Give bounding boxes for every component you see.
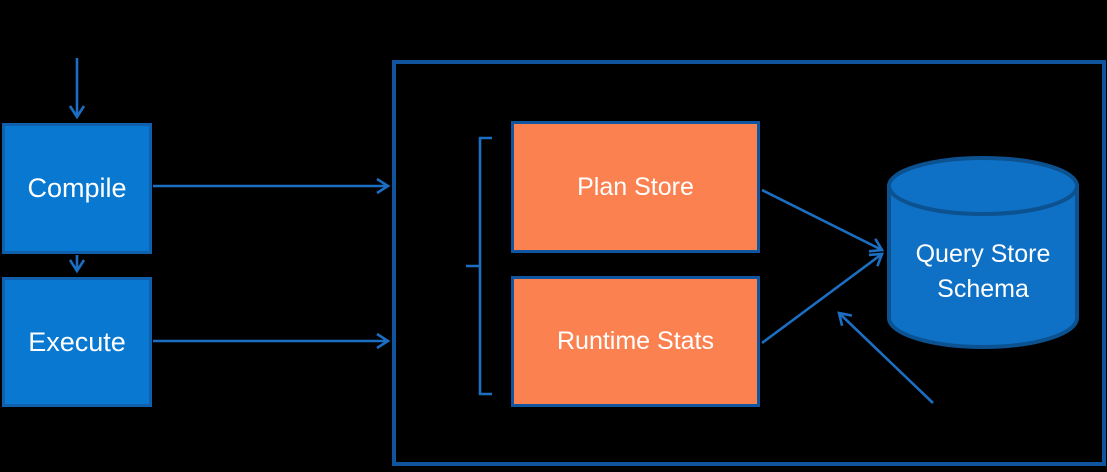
compile-box: Compile <box>2 123 152 254</box>
plan-store-label: Plan Store <box>577 172 694 201</box>
execute-label: Execute <box>28 326 126 357</box>
query-store-schema-line1: Query Store <box>915 240 1051 268</box>
query-store-schema-line2: Schema <box>937 275 1029 303</box>
plan-store-box: Plan Store <box>511 121 760 253</box>
runtime-stats-label: Runtime Stats <box>556 327 714 355</box>
query-store-container-box <box>392 60 1106 466</box>
query-store-schema-label: Query Store Schema <box>889 237 1077 307</box>
runtime-stats-box: Runtime Stats <box>511 276 760 407</box>
execute-box: Execute <box>2 277 152 407</box>
compile-label: Compile <box>27 173 127 203</box>
